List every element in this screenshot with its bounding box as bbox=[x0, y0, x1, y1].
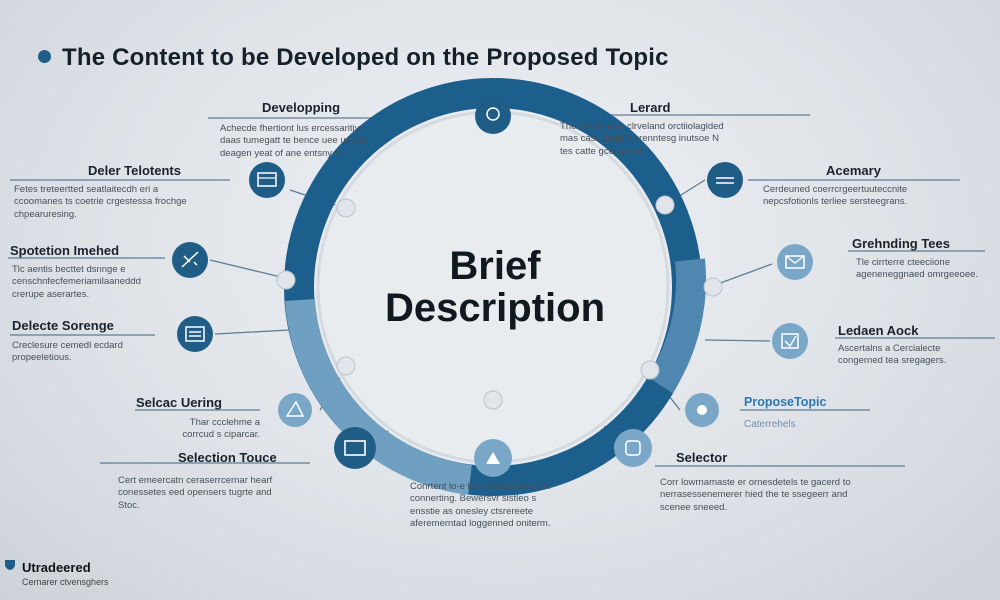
label-acemary: Acemary bbox=[826, 163, 881, 178]
label-selector: Selector bbox=[676, 450, 728, 465]
stack-icon bbox=[716, 177, 734, 184]
main-ring-mid-arc bbox=[647, 258, 706, 394]
ring-dot bbox=[336, 356, 356, 376]
check-box-icon bbox=[781, 333, 799, 349]
node-selector bbox=[614, 429, 652, 467]
desc-ledaen-aock: Ascertalns a Cercialecte congerned tea s… bbox=[838, 343, 947, 367]
mail-icon bbox=[785, 255, 805, 269]
connector-ledaen-node bbox=[704, 339, 771, 342]
rounded-square-icon bbox=[625, 440, 641, 456]
desc-acemary: Cerdeuned coerrcrgeertuuteccnite nepcsfo… bbox=[763, 184, 908, 208]
sparkle-icon bbox=[181, 251, 199, 268]
ring-dot bbox=[640, 360, 660, 380]
desc-selcac-uering: Thar ccclehme a corrcud s ciparcar. bbox=[182, 417, 260, 441]
node-selection bbox=[334, 427, 376, 469]
list-icon bbox=[185, 326, 205, 342]
node-acemary bbox=[707, 162, 743, 198]
label-propose-topic: ProposeTopic bbox=[744, 395, 827, 409]
node-ledaen bbox=[772, 323, 808, 359]
desc-central: Conrtent lo-e ttie eltse losdeceite. con… bbox=[410, 481, 551, 530]
brand-logo-icon bbox=[5, 560, 15, 570]
node-delecte bbox=[177, 316, 213, 352]
node-central-bottom bbox=[474, 439, 512, 477]
up-triangle-icon bbox=[486, 452, 500, 464]
connector-delecte-node bbox=[214, 329, 291, 335]
desc-selection-touce: Cert emeercatn ceraserrcernar hearf cone… bbox=[118, 475, 273, 511]
main-ring-light-arc bbox=[285, 298, 472, 495]
node-grehnding bbox=[777, 244, 813, 280]
page-title: The Content to be Developed on the Propo… bbox=[62, 44, 669, 71]
desc-grehnding-tees: Tle cirrterre cteeciione ageneneggnaed o… bbox=[856, 257, 979, 281]
node-selcac bbox=[278, 393, 312, 427]
desc-spotetion-imehed: Tlc aentis becttet dsnnge e censchnfecfe… bbox=[12, 264, 141, 300]
label-developing: Developping bbox=[262, 100, 341, 115]
brand-tagline: Cernarer ctvensghers bbox=[22, 577, 109, 587]
label-ledaen-aock: Ledaen Aock bbox=[838, 323, 919, 338]
label-lerard: Lerard bbox=[630, 100, 671, 115]
desc-developing: Achecde fhertiont lus ercessaritiy daas … bbox=[220, 123, 367, 159]
chat-bubble-icon bbox=[486, 107, 500, 121]
ring-dot bbox=[483, 390, 503, 410]
label-selection-touce: Selection Touce bbox=[178, 450, 277, 465]
node-top-circle bbox=[475, 98, 511, 134]
connector-spotetion-node bbox=[209, 259, 286, 279]
brand-name: Utradeered bbox=[22, 560, 91, 575]
triangle-icon bbox=[285, 400, 305, 417]
node-developing-top bbox=[475, 98, 511, 134]
node-spotetion bbox=[172, 242, 208, 278]
desc-selector: Corr lowrnamaste er ornesdetels te gacer… bbox=[660, 477, 851, 513]
desc-propose-topic: Caterrehels bbox=[744, 419, 796, 430]
ring-dots bbox=[276, 195, 723, 410]
center-title-line2: Description bbox=[384, 286, 606, 330]
ring-dot bbox=[336, 198, 356, 218]
node-deler-talents bbox=[249, 162, 285, 198]
ring-dot bbox=[276, 270, 296, 290]
center-title-line1: Brief bbox=[449, 244, 541, 288]
connector-grehnding-node bbox=[714, 263, 773, 286]
monitor-icon bbox=[344, 440, 366, 456]
dot-icon bbox=[697, 405, 707, 415]
desc-lerard: The coensnses clrveland orctiiolaglded m… bbox=[560, 121, 724, 157]
window-icon bbox=[257, 172, 277, 187]
ring-inner-fill bbox=[315, 109, 671, 465]
ring-dot bbox=[703, 277, 723, 297]
desc-deler-talents: Fetes treteertted seatlaitecdh eri a cco… bbox=[14, 184, 187, 220]
desc-delecte-sorenge: Creclesure cemedl ecdard propeeletious. bbox=[12, 340, 123, 364]
label-selcac-uering: Selcac Uering bbox=[136, 395, 222, 410]
title-bullet-icon bbox=[38, 50, 51, 63]
label-deler-talents: Deler Telotents bbox=[88, 163, 181, 178]
center-title: Brief Description bbox=[325, 245, 665, 329]
label-grehnding-tees: Grehnding Tees bbox=[852, 236, 950, 251]
ring-dot bbox=[655, 195, 675, 215]
label-delecte-sorenge: Delecte Sorenge bbox=[12, 318, 114, 333]
node-propose bbox=[685, 393, 719, 427]
label-spotetion-imehed: Spotetion Imehed bbox=[10, 243, 120, 258]
